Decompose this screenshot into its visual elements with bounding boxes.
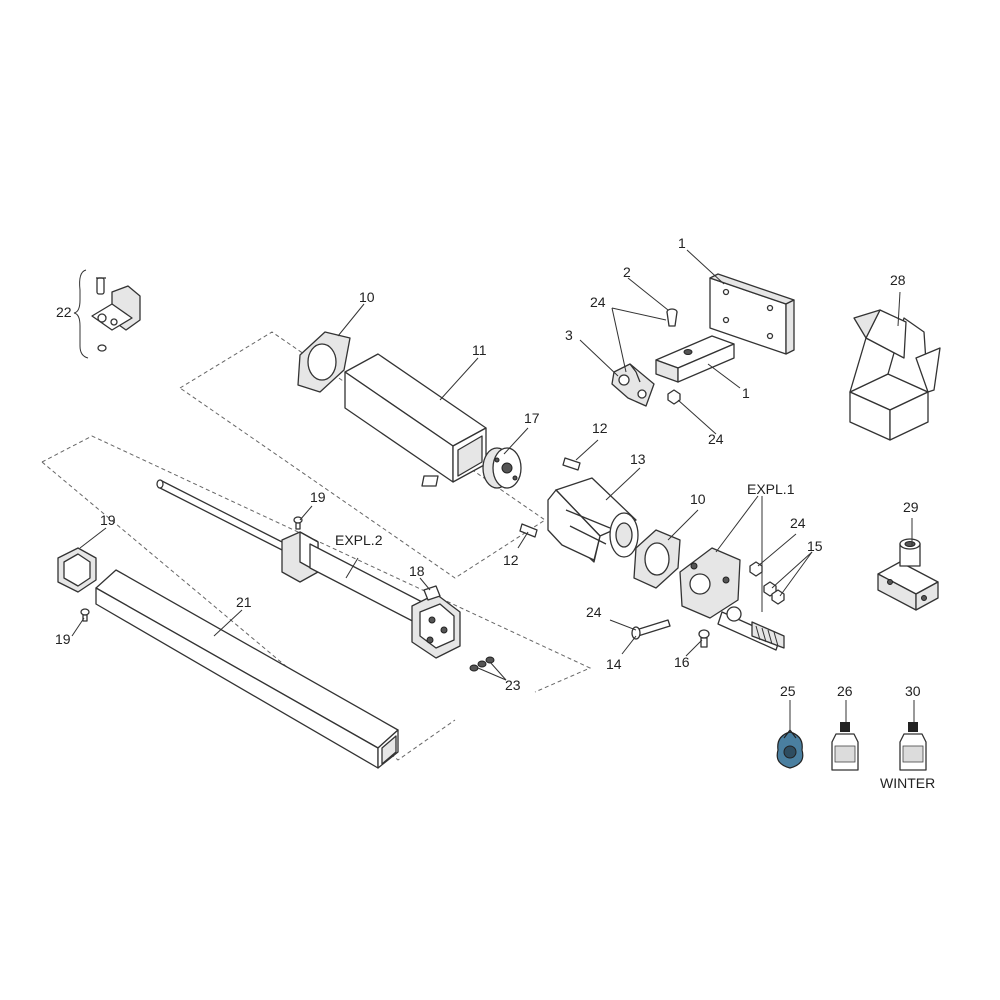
gasket-10-lower — [633, 529, 681, 589]
spacer-block-1 — [655, 335, 735, 383]
callout-15: 15 — [807, 538, 823, 554]
callout-12-upper: 12 — [592, 420, 608, 436]
clevis-3 — [611, 363, 655, 407]
callout-12-lower: 12 — [503, 552, 519, 568]
callout-16: 16 — [674, 654, 690, 670]
callout-30: 30 — [905, 683, 921, 699]
pin-2 — [666, 308, 678, 327]
leader-lines — [71, 249, 915, 732]
label-expl-2: EXPL.2 — [335, 532, 383, 548]
pin-12-upper — [562, 457, 581, 471]
callout-19-upper: 19 — [310, 489, 326, 505]
callout-19-cap: 19 — [100, 512, 116, 528]
callout-10-lower: 10 — [690, 491, 706, 507]
callout-24-right: 24 — [790, 515, 806, 531]
nuts-15-24 — [749, 561, 785, 605]
callout-29: 29 — [903, 499, 919, 515]
callout-10-upper: 10 — [359, 289, 375, 305]
end-cap-19 — [57, 547, 97, 593]
oil-bottle-26 — [831, 722, 859, 771]
assembly-outline-lower-2 — [41, 461, 456, 761]
mounting-plate-1 — [709, 273, 795, 355]
label-tag-18 — [423, 585, 441, 601]
callout-25: 25 — [780, 683, 796, 699]
label-expl-1: EXPL.1 — [747, 481, 795, 497]
callout-1-block: 1 — [742, 385, 750, 401]
pin-12-lower — [519, 523, 538, 538]
callout-19-lower: 19 — [55, 631, 71, 647]
coupling-17 — [482, 447, 522, 489]
callout-23: 23 — [505, 677, 521, 693]
callout-3: 3 — [565, 327, 573, 343]
callout-1-plate: 1 — [678, 235, 686, 251]
callout-26: 26 — [837, 683, 853, 699]
callout-14: 14 — [606, 656, 622, 672]
assembly-outline-lower — [41, 435, 592, 693]
screw-19-lower — [80, 608, 90, 622]
bracket-kit-22 — [73, 269, 141, 359]
callout-17: 17 — [524, 410, 540, 426]
callout-28: 28 — [890, 272, 906, 288]
label-winter: WINTER — [880, 775, 936, 791]
screw-16 — [698, 629, 710, 648]
callout-11: 11 — [472, 342, 487, 358]
callout-24-bolt: 24 — [586, 604, 602, 620]
washers-23 — [469, 656, 495, 672]
callout-21: 21 — [236, 594, 252, 610]
callout-2: 2 — [623, 264, 631, 280]
cover-21 — [95, 569, 399, 769]
winter-oil-bottle-30 — [899, 722, 927, 771]
gasket-10-upper — [297, 331, 351, 393]
square-tube-11 — [344, 353, 487, 487]
actuator-assembly-expl2 — [156, 479, 461, 659]
motor-13 — [547, 477, 639, 563]
screw-19-upper — [293, 516, 303, 530]
release-key-29 — [877, 538, 939, 611]
callout-18: 18 — [409, 563, 425, 579]
callout-13: 13 — [630, 451, 646, 467]
grease-bag-25 — [776, 729, 804, 769]
callout-22: 22 — [56, 304, 72, 320]
bolt-14 — [631, 619, 671, 640]
flange-assembly-expl1 — [679, 547, 785, 651]
assembly-outline-upper — [179, 331, 546, 579]
callout-24-nut: 24 — [708, 431, 724, 447]
callout-24-upper: 24 — [590, 294, 606, 310]
packaging-box-28 — [849, 309, 941, 441]
nut-24 — [667, 389, 681, 405]
